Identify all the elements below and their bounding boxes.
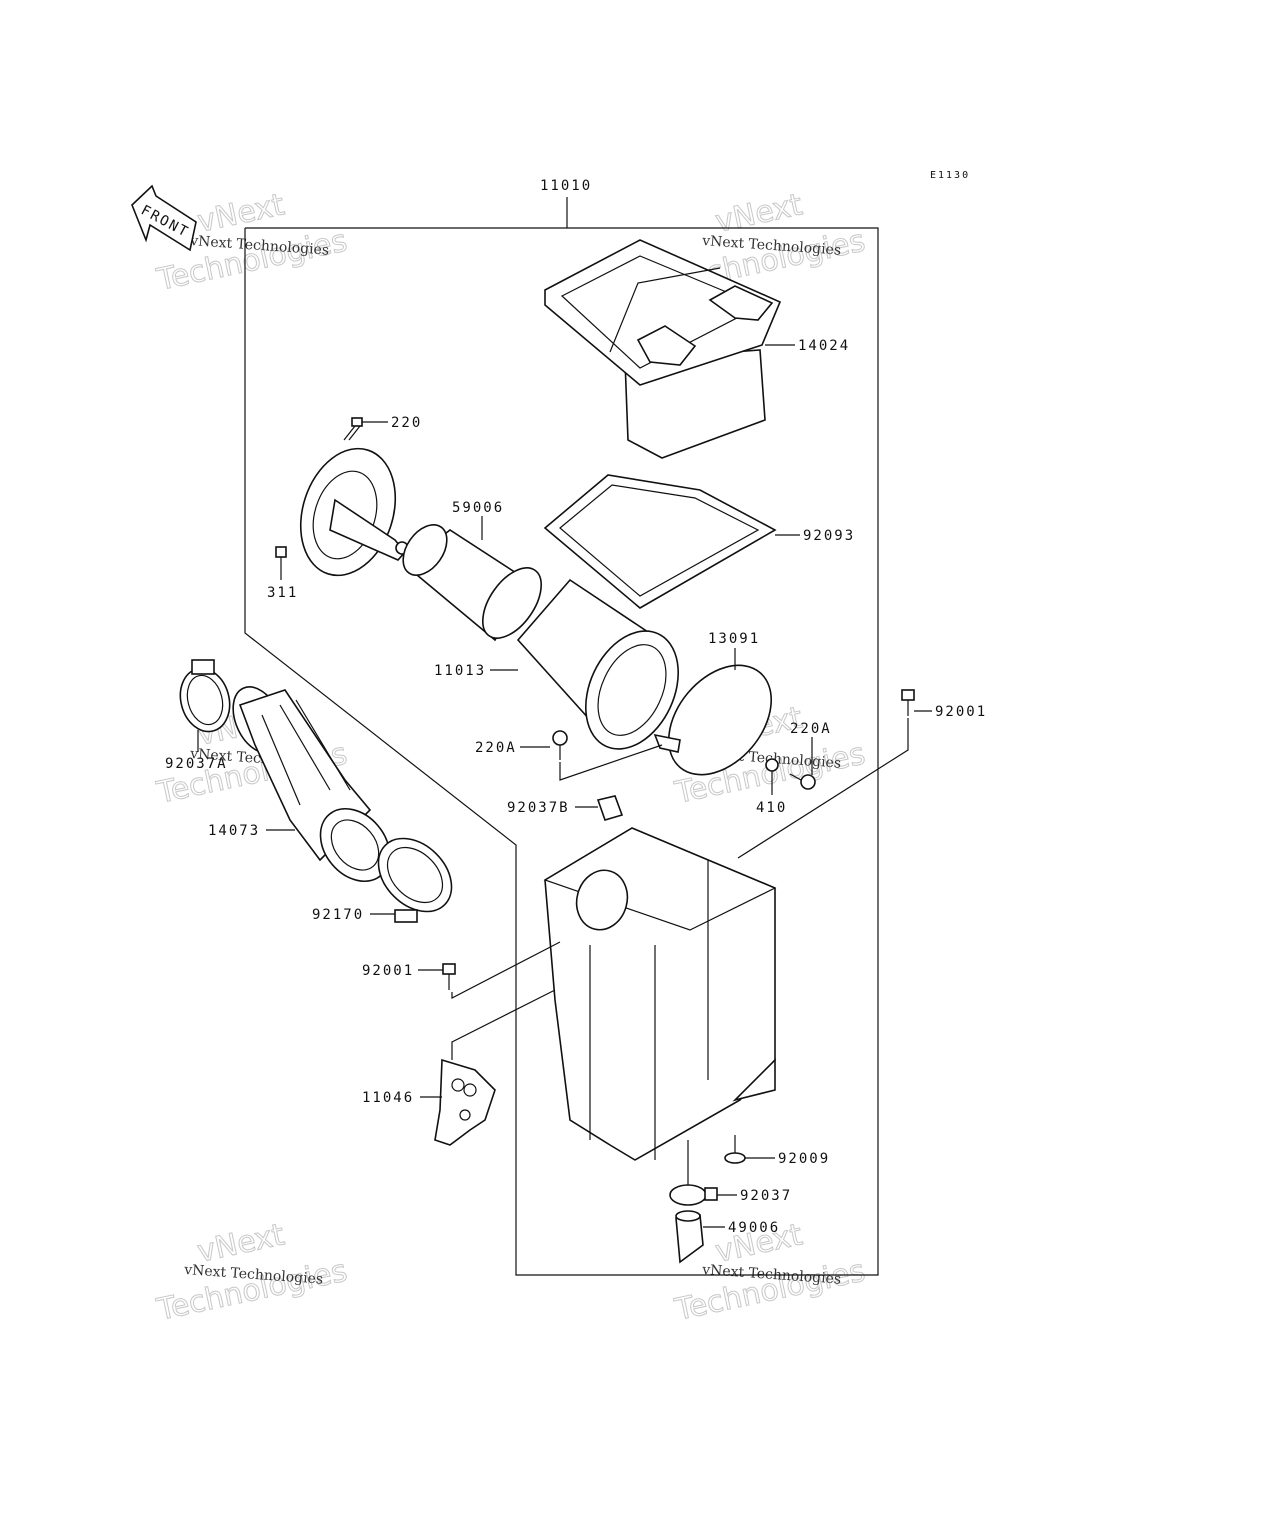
- main-air-filter: [516, 578, 680, 750]
- assembly-outline: [244, 197, 879, 1276]
- bolt-92001-mid-icon: [442, 963, 456, 990]
- part-label-220a-left: 220A: [475, 740, 517, 756]
- washer-410-icon: [765, 758, 779, 772]
- part-label-92001-top: 92001: [935, 704, 987, 720]
- filter-end-cap: [299, 447, 409, 577]
- clamp-band-92170: [377, 837, 453, 923]
- part-label-14073: 14073: [208, 823, 260, 839]
- intake-duct: [232, 686, 391, 883]
- nut-311-icon: [275, 546, 287, 558]
- air-box-cover: [544, 239, 782, 459]
- bolt-92001-top-icon: [901, 689, 915, 716]
- part-label-92037a: 92037A: [165, 756, 228, 772]
- screw-92009-icon: [724, 1135, 746, 1164]
- cover-gasket: [543, 474, 777, 609]
- clamp-92037a: [179, 659, 231, 733]
- part-label-11010: 11010: [540, 178, 592, 194]
- part-label-11013: 11013: [434, 663, 486, 679]
- part-label-92037b: 92037B: [507, 800, 570, 816]
- clip-92037b-icon: [596, 795, 624, 821]
- mounting-bracket-11046: [434, 1058, 496, 1146]
- front-arrow-icon: FRONT: [131, 184, 197, 252]
- part-label-14024: 14024: [798, 338, 850, 354]
- part-label-410: 410: [756, 800, 787, 816]
- part-label-92170: 92170: [312, 907, 364, 923]
- part-label-49006: 49006: [728, 1220, 780, 1236]
- part-label-220a-right: 220A: [790, 721, 832, 737]
- part-label-59006: 59006: [452, 500, 504, 516]
- watermark-outline-bottom: Technologies: [153, 1254, 350, 1329]
- diagram-code: E1130: [930, 170, 970, 181]
- inner-filter-element: [402, 524, 542, 642]
- air-box-case: [543, 827, 777, 1161]
- watermark-bottom-left: vNext Technologies vNext Technologies: [153, 1217, 351, 1329]
- part-label-13091: 13091: [708, 631, 760, 647]
- drain-tube-49006: [675, 1210, 704, 1264]
- screw-220a-right-icon: [789, 773, 816, 790]
- watermark-outline-top: vNext: [194, 1217, 287, 1270]
- filter-plate: [653, 664, 773, 776]
- clamp-92037-icon: [669, 1184, 718, 1206]
- part-label-92001-mid: 92001: [362, 963, 414, 979]
- part-label-220: 220: [391, 415, 422, 431]
- watermark-outline-bottom: Technologies: [671, 1254, 868, 1329]
- part-label-92093: 92093: [803, 528, 855, 544]
- part-label-92037: 92037: [740, 1188, 792, 1204]
- watermark-outline-top: vNext: [712, 187, 805, 240]
- part-label-11046: 11046: [362, 1090, 414, 1106]
- part-label-92009: 92009: [778, 1151, 830, 1167]
- part-label-311: 311: [267, 585, 298, 601]
- screw-220a-left-icon: [552, 730, 568, 760]
- screw-220-icon: [343, 417, 363, 441]
- watermark-outline-top: vNext: [194, 187, 287, 240]
